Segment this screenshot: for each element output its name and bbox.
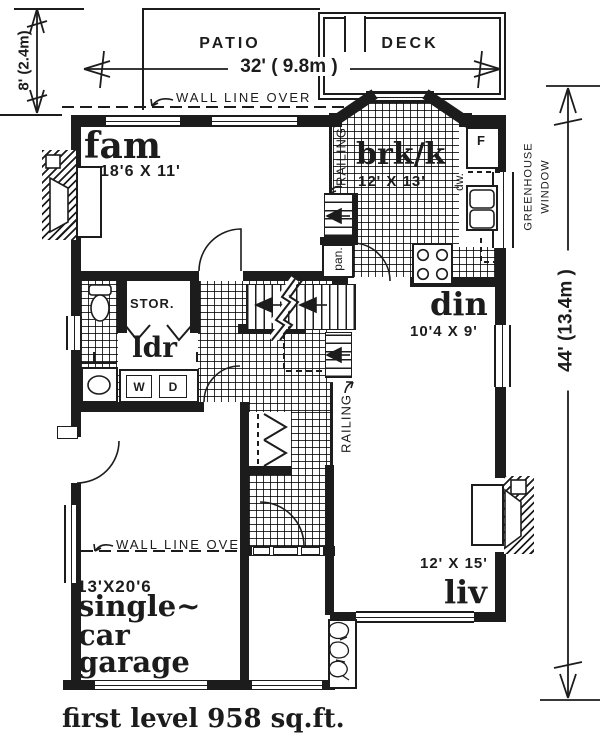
laundry-label: ldr <box>132 331 177 364</box>
garage-window <box>64 505 78 583</box>
wall-closet-bottom <box>240 466 292 475</box>
pantry-label: pan. <box>331 247 345 271</box>
family-fireplace-masonry <box>42 150 76 240</box>
living-label: liv <box>444 573 487 611</box>
garage-dims: 13'X20'6 <box>77 577 152 596</box>
kitchen-dims: 12' X 13' <box>358 173 426 190</box>
stove-box <box>412 243 453 285</box>
wall-stair-jamb <box>350 193 358 241</box>
living-fireplace-masonry <box>504 476 534 554</box>
family-door-opening <box>199 271 243 281</box>
garage-side-door-arc <box>76 440 120 484</box>
dim-overall-width: 32' ( 9.8m ) <box>228 57 350 76</box>
family-fireplace-hearth <box>76 166 102 238</box>
door-jamb-tick <box>196 352 198 362</box>
dim-patio-depth: 8' (2.4m) <box>15 30 33 91</box>
dining-label: din <box>430 285 488 323</box>
wall-storage-right <box>190 271 200 333</box>
bath-window <box>66 316 82 350</box>
washer-dryer-box: W D <box>119 369 199 403</box>
storage-closet-floor <box>127 281 191 333</box>
wall-laundry-bottom <box>71 402 249 412</box>
entry-sidelight-right <box>301 547 320 555</box>
family-room-dims: 18'6 X 11' <box>100 163 181 180</box>
wall-line-over-top-label: WALL LINE OVER <box>176 90 312 105</box>
railing-kitchen-label: RAILING <box>333 127 349 187</box>
patio-edge-line <box>142 8 144 110</box>
living-dims: 12' X 15' <box>420 555 488 572</box>
porch-opening <box>252 680 322 690</box>
plan-caption: first level 958 sq.ft. <box>62 704 345 734</box>
stairs-lower <box>325 332 352 378</box>
dining-window <box>494 325 511 387</box>
garage-side-door-opening <box>71 437 81 483</box>
dishwasher-label: dw. <box>452 173 466 192</box>
railing-hall-label: RAILING <box>338 394 354 454</box>
dim-tick <box>14 8 84 10</box>
greenhouse-line2: WINDOW <box>539 159 551 214</box>
door-jamb-tick <box>93 352 95 362</box>
fridge-label: F <box>477 133 485 148</box>
entry-door-leaf <box>273 547 298 555</box>
wall-storage-left <box>117 271 127 333</box>
wall-line-arrow-top <box>150 98 174 107</box>
dim-overall-depth: 44' (13.4m ) <box>556 250 577 391</box>
garage-label-line2: car <box>78 618 130 652</box>
family-window-top-1 <box>106 115 180 127</box>
bath-counter-line <box>81 362 117 364</box>
wall-porch-living <box>325 465 334 615</box>
kitchen-label: brk/k <box>356 137 446 172</box>
patio-label: PATIO <box>199 35 261 52</box>
greenhouse-window-label: GREENHOUSE WINDOW <box>521 127 554 247</box>
washer-label: W <box>133 380 145 394</box>
bath-sink-box <box>81 367 118 403</box>
family-room-label: fam <box>84 125 161 167</box>
dryer-box: D <box>159 375 187 398</box>
garage-label-line1: single~ <box>78 589 201 623</box>
wall-right-mid2 <box>495 385 506 478</box>
kitchen-opening <box>348 277 410 287</box>
wall-pantry-top <box>320 237 358 245</box>
garage-label-line3: garage <box>78 645 190 679</box>
dim-tick <box>0 114 62 116</box>
wall-right-upper <box>495 115 506 175</box>
coat-closet-floor <box>249 412 291 468</box>
wall-line-over-garage-label: WALL LINE OVER <box>116 537 252 552</box>
wall-line-arrow-garage <box>93 543 114 552</box>
deck-outline <box>318 12 506 100</box>
dining-dims: 10'4 X 9' <box>410 323 478 340</box>
patio-edge-line <box>142 8 320 10</box>
hall-garage-door-opening <box>204 402 240 412</box>
bay-window <box>372 92 428 102</box>
walkway-box <box>328 619 357 689</box>
family-door-arc <box>198 228 242 272</box>
deck-step <box>344 16 366 52</box>
washer-box: W <box>126 375 152 398</box>
deck-label: DECK <box>381 35 439 52</box>
fridge-box <box>466 127 500 169</box>
greenhouse-line1: GREENHOUSE <box>522 142 535 231</box>
railing-hall-line <box>330 383 333 465</box>
bay-corner-block <box>459 113 472 127</box>
living-window <box>356 611 474 623</box>
kitchen-sink-box <box>466 185 498 231</box>
garage-side-door-leaf <box>57 426 78 439</box>
storage-label: STOR. <box>130 296 175 311</box>
family-window-top-2 <box>212 115 297 127</box>
dryer-label: D <box>168 380 178 394</box>
railing-kitchen-line <box>329 127 332 194</box>
living-fireplace-hearth <box>471 484 504 546</box>
wall-right-lower <box>495 552 506 622</box>
garage-door-opening <box>95 680 207 690</box>
entry-sidelight-left <box>253 547 270 555</box>
